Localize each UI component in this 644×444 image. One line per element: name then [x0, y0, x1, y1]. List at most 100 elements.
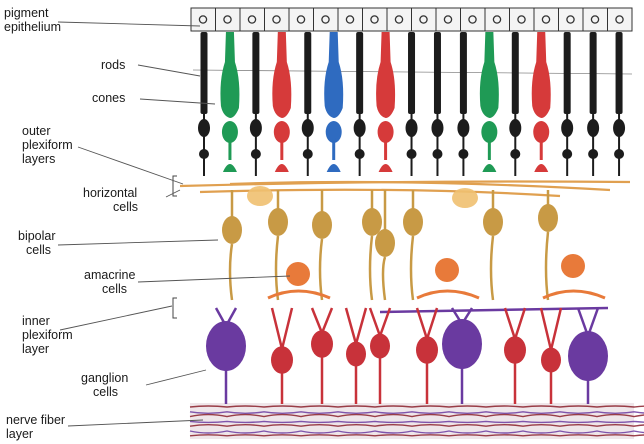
rod-spherule	[614, 149, 625, 159]
amacrine-cell-body	[286, 262, 310, 286]
bipolar-axon	[274, 235, 280, 301]
ganglion-cell-body	[346, 341, 366, 367]
rod-nucleus	[613, 119, 626, 137]
label-leader-line	[137, 275, 291, 283]
rod-outer-segment	[433, 32, 441, 114]
cone-nucleus	[481, 121, 498, 143]
inner-plexiform-bracket	[172, 297, 177, 319]
ganglion-cell-body	[206, 321, 246, 371]
cone-pedicle	[326, 164, 341, 172]
rod-outer-segment	[200, 32, 208, 114]
cone-nucleus	[325, 121, 342, 143]
rod-outer-segment	[408, 32, 416, 114]
label-leader-line	[137, 64, 201, 77]
epithelium-nucleus	[321, 15, 330, 24]
bipolar-axon	[544, 231, 550, 301]
horizontal-cell-layer	[179, 180, 631, 208]
ganglion-cell-body	[311, 330, 333, 358]
bipolar-cell-body	[312, 211, 332, 239]
label-leader-line	[77, 146, 184, 185]
horizontal-process	[229, 180, 611, 192]
ganglion-dendrite	[344, 307, 368, 349]
ganglion-dendrite	[310, 307, 334, 337]
rod-spherule	[510, 149, 521, 159]
epithelium-cell	[607, 7, 633, 32]
epithelium-nucleus	[492, 15, 502, 24]
epithelium-nucleus	[394, 15, 404, 24]
epithelium-nucleus	[566, 15, 575, 24]
label-inner-plexiform-layer: inner plexiform layer	[22, 314, 73, 356]
rod-nucleus	[509, 119, 522, 137]
rod-spherule	[406, 149, 417, 159]
bipolar-axon	[318, 238, 324, 301]
outer-plexiform-bracket	[172, 175, 177, 197]
amacrine-process	[542, 289, 606, 300]
cone-pedicle	[378, 164, 393, 172]
epithelium-nucleus	[247, 15, 257, 24]
cone-pedicle	[534, 164, 549, 172]
epithelium-nucleus	[615, 15, 624, 24]
bipolar-cell-body	[268, 208, 288, 236]
rod-spherule	[199, 149, 209, 159]
horizontal-cell-body	[452, 188, 478, 208]
rod-spherule	[432, 149, 443, 159]
label-leader-line	[145, 369, 207, 386]
ganglion-dendrite	[539, 307, 563, 351]
amacrine-cell-body	[435, 258, 459, 282]
ganglion-cell-body	[370, 333, 390, 359]
rod-outer-segment	[615, 32, 623, 114]
cone-segment	[220, 32, 240, 118]
bipolar-cell-body	[538, 204, 558, 232]
bipolar-axon	[409, 235, 415, 301]
ipl-stratum-line	[379, 306, 609, 314]
cone-pedicle	[222, 164, 237, 172]
epithelium-nucleus	[443, 15, 453, 24]
label-bipolar-cells: bipolar cells	[18, 229, 56, 257]
rod-outer-segment	[304, 32, 312, 114]
ganglion-cell-body	[271, 346, 293, 374]
epithelium-nucleus	[541, 15, 551, 24]
label-leader-lines	[57, 21, 291, 427]
label-leader-line	[165, 189, 181, 198]
rod-outer-segment	[252, 32, 260, 114]
cone-segment	[479, 32, 499, 118]
epithelium-nucleus	[272, 15, 281, 24]
label-amacrine-cells: amacrine cells	[84, 268, 136, 296]
amacrine-process	[416, 289, 480, 300]
label-nerve-fiber-layer: nerve fiber layer	[6, 413, 66, 441]
amacrine-cell-body	[561, 254, 585, 278]
rod-nucleus	[431, 119, 444, 137]
ganglion-cell-body	[568, 331, 608, 381]
cone-segment	[272, 32, 292, 118]
cone-nucleus	[377, 121, 394, 143]
ganglion-dendrite	[415, 307, 439, 344]
rod-outer-segment	[356, 32, 364, 114]
nerve-fiber	[189, 411, 644, 414]
label-pigment-epithelium: pigment epithelium	[4, 6, 61, 34]
nerve-fiber	[189, 420, 644, 424]
rod-nucleus	[249, 119, 262, 137]
label-leader-line	[139, 98, 216, 105]
rod-spherule	[354, 149, 365, 159]
label-rods: rods	[101, 58, 126, 72]
epithelium-nucleus	[419, 15, 428, 24]
label-leader-line	[67, 419, 204, 427]
rod-nucleus	[301, 119, 314, 137]
rod-nucleus	[457, 119, 470, 137]
epithelium-nucleus	[345, 15, 355, 24]
cone-segment	[376, 32, 396, 118]
rod-nucleus	[353, 119, 366, 137]
rod-spherule	[250, 149, 261, 159]
bipolar-cell-body	[403, 208, 423, 236]
rod-spherule	[302, 149, 313, 159]
cone-segment	[531, 32, 551, 118]
rod-nucleus	[405, 119, 418, 137]
bipolar-axon	[381, 256, 387, 301]
nerve-fiber	[189, 430, 644, 434]
rod-nucleus	[561, 119, 574, 137]
label-leader-line	[57, 239, 219, 246]
nerve-fiber	[189, 413, 644, 418]
nerve-fiber	[189, 405, 644, 408]
epithelium-nucleus	[223, 15, 232, 24]
